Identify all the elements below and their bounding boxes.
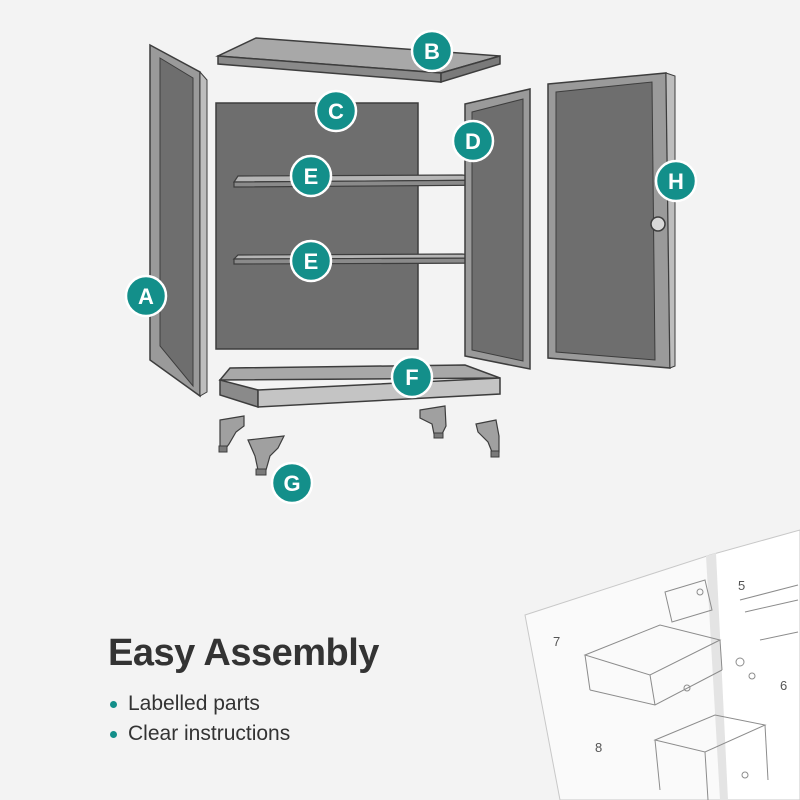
back-panel <box>215 102 419 350</box>
bullet-text: Clear instructions <box>128 722 291 745</box>
bullet-dot-icon <box>110 731 117 738</box>
badge-e-lower: E <box>289 239 333 283</box>
badge-h: H <box>654 159 698 203</box>
heading: Easy Assembly <box>108 632 379 674</box>
door-panel <box>547 72 676 369</box>
door-knob <box>650 216 666 232</box>
badge-e-upper-label: E <box>304 164 319 189</box>
badge-a: A <box>124 274 168 318</box>
leg-2 <box>247 435 286 476</box>
badge-c: C <box>314 89 358 133</box>
badge-h-label: H <box>668 169 684 194</box>
manual-step-8: 8 <box>595 740 602 755</box>
bullet-item: Labelled parts <box>108 689 379 719</box>
badge-g: G <box>270 461 314 505</box>
badge-d: D <box>451 119 495 163</box>
badge-a-label: A <box>138 284 154 309</box>
bullet-list: Labelled parts Clear instructions <box>108 689 379 749</box>
top-panel <box>215 37 501 84</box>
badge-d-label: D <box>465 129 481 154</box>
badge-f-label: F <box>405 365 418 390</box>
manual-step-5: 5 <box>738 578 745 593</box>
left-side-panel <box>149 43 208 398</box>
caption-block: Easy Assembly Labelled parts Clear instr… <box>108 632 379 749</box>
manual-step-illustration <box>583 579 799 800</box>
badge-b-label: B <box>424 39 440 64</box>
badge-c-label: C <box>328 99 344 124</box>
leg-4 <box>475 419 500 458</box>
badge-f: F <box>390 355 434 399</box>
bullet-dot-icon <box>110 701 117 708</box>
manual-step-6: 6 <box>780 678 787 693</box>
instruction-manual: 7 8 5 6 <box>524 529 800 800</box>
bullet-text: Labelled parts <box>128 692 260 715</box>
bottom-panel <box>218 364 501 409</box>
badge-b: B <box>410 29 454 73</box>
badge-e-lower-label: E <box>304 249 319 274</box>
leg-3 <box>419 405 447 439</box>
manual-step-7: 7 <box>553 634 560 649</box>
leg-1 <box>218 415 245 453</box>
badge-e-upper: E <box>289 154 333 198</box>
bullet-item: Clear instructions <box>108 719 379 749</box>
badge-g-label: G <box>283 471 300 496</box>
